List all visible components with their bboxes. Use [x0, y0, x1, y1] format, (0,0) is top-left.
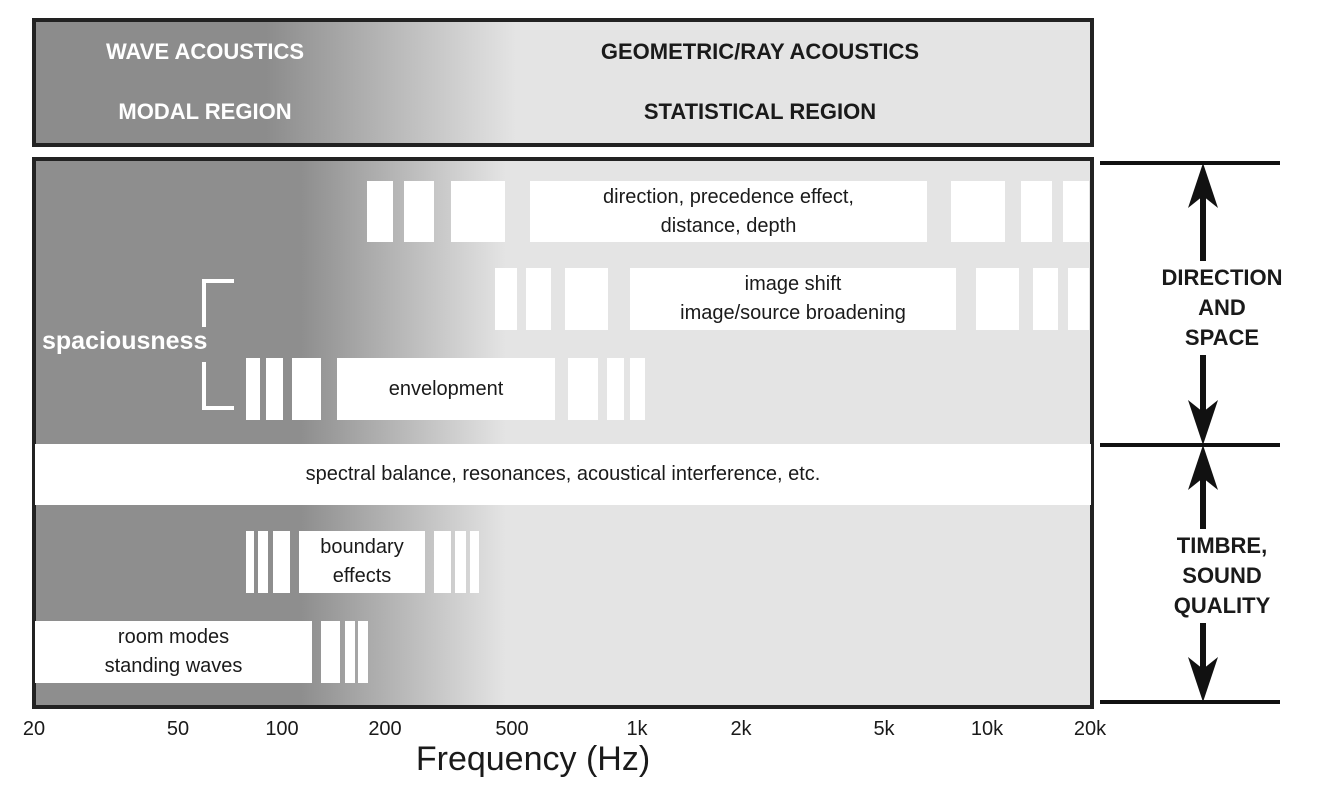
bar-segment	[321, 621, 340, 683]
bracket-lower-vertical	[202, 362, 206, 410]
bar-segment	[367, 181, 393, 242]
bracket-upper-vertical	[202, 279, 206, 327]
x-axis-label: Frequency (Hz)	[415, 740, 651, 778]
bar-segment	[568, 358, 598, 420]
image-shift-box: image shift image/source broadening	[630, 268, 956, 330]
x-tick: 10k	[970, 718, 1004, 740]
bar-segment	[451, 181, 505, 242]
divider-bottom	[1100, 700, 1280, 704]
bar-segment	[258, 531, 268, 593]
bar-segment	[526, 268, 551, 330]
bar-segment	[455, 531, 466, 593]
divider-top	[1100, 161, 1280, 165]
envelopment-box: envelopment	[337, 358, 555, 420]
x-tick: 200	[368, 718, 402, 740]
x-tick: 500	[495, 718, 529, 740]
room-modes-box: room modes standing waves	[35, 621, 312, 683]
side-label-line: TIMBRE,	[1176, 533, 1268, 558]
x-tick: 100	[265, 718, 299, 740]
geometric-acoustics-label: GEOMETRIC/RAY ACOUSTICS	[600, 39, 920, 64]
direction-line-1: direction, precedence effect,	[603, 185, 854, 208]
image-line-1: image shift	[744, 273, 842, 295]
bar-segment	[976, 268, 1019, 330]
modal-region-label: MODAL REGION	[118, 99, 292, 124]
x-tick: 2k	[730, 718, 752, 740]
bracket-lower-horizontal	[202, 406, 234, 410]
divider-middle	[1100, 443, 1280, 447]
bar-segment	[1033, 268, 1058, 330]
spectral-balance-band: spectral balance, resonances, acoustical…	[35, 444, 1091, 505]
statistical-region-label: STATISTICAL REGION	[643, 99, 877, 124]
room-modes-line-2: standing waves	[104, 655, 243, 677]
x-tick: 50	[166, 718, 190, 740]
side-label-line: DIRECTION	[1161, 265, 1283, 290]
double-arrows-icon	[1188, 163, 1218, 702]
bar-segment	[951, 181, 1005, 242]
bar-segment	[1021, 181, 1052, 242]
boundary-line-2: effects	[332, 565, 392, 587]
bar-segment	[292, 358, 321, 420]
bar-segment	[246, 531, 254, 593]
bar-segment	[358, 621, 368, 683]
bar-segment	[345, 621, 355, 683]
acoustics-regions-header	[32, 18, 1094, 147]
bar-segment	[630, 358, 645, 420]
spaciousness-label: spaciousness	[42, 327, 208, 355]
bar-segment	[495, 268, 517, 330]
image-line-2: image/source broadening	[680, 302, 906, 324]
timbre-label: TIMBRE, SOUND QUALITY	[1173, 529, 1271, 623]
wave-acoustics-label: WAVE ACOUSTICS	[105, 39, 305, 64]
bar-segment	[434, 531, 451, 593]
direction-line-2: distance, depth	[660, 214, 797, 237]
direction-space-label: DIRECTION AND SPACE	[1161, 261, 1283, 355]
side-label-line: SOUND	[1182, 563, 1262, 588]
x-tick: 20	[22, 718, 46, 740]
bar-segment	[273, 531, 290, 593]
direction-box: direction, precedence effect, distance, …	[530, 181, 927, 242]
perception-diagram-box	[32, 157, 1094, 709]
bracket-upper-horizontal	[202, 279, 234, 283]
boundary-effects-box: boundary effects	[299, 531, 425, 593]
bar-segment	[607, 358, 624, 420]
x-tick: 20k	[1073, 718, 1107, 740]
bar-segment	[565, 268, 608, 330]
side-label-line: SPACE	[1184, 325, 1260, 350]
boundary-line-1: boundary	[320, 536, 404, 558]
x-tick: 1k	[626, 718, 648, 740]
side-label-line: AND	[1198, 295, 1246, 320]
side-label-line: QUALITY	[1173, 593, 1271, 618]
bar-segment	[1063, 181, 1089, 242]
bar-segment	[404, 181, 434, 242]
room-modes-line-1: room modes	[117, 626, 230, 648]
bar-segment	[246, 358, 260, 420]
bar-segment	[470, 531, 479, 593]
bar-segment	[266, 358, 283, 420]
bar-segment	[1068, 268, 1089, 330]
x-tick: 5k	[873, 718, 895, 740]
